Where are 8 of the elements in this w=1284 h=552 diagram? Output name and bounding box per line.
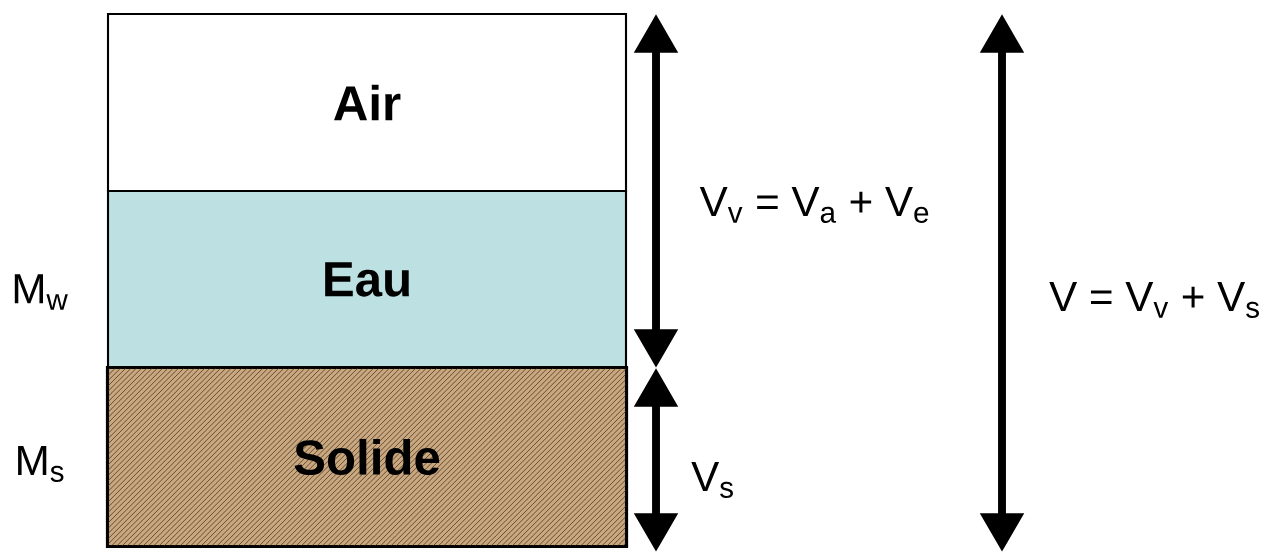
quantity-label: M$_{w}$ <box>14 274 68 310</box>
quantity-label: V$_{s}$ <box>691 462 733 498</box>
quantity-label: V = V$_{v}$ + V$_{s}$ <box>1049 282 1259 318</box>
quantity-label: M$_{s}$ <box>18 446 64 482</box>
layer-band: Air <box>106 12 628 193</box>
quantity-label: V$_{v}$ = V$_{a}$ + V$_{e}$ <box>699 187 929 223</box>
layer-band: Solide <box>105 365 629 549</box>
layer-band: Eau <box>106 189 628 370</box>
